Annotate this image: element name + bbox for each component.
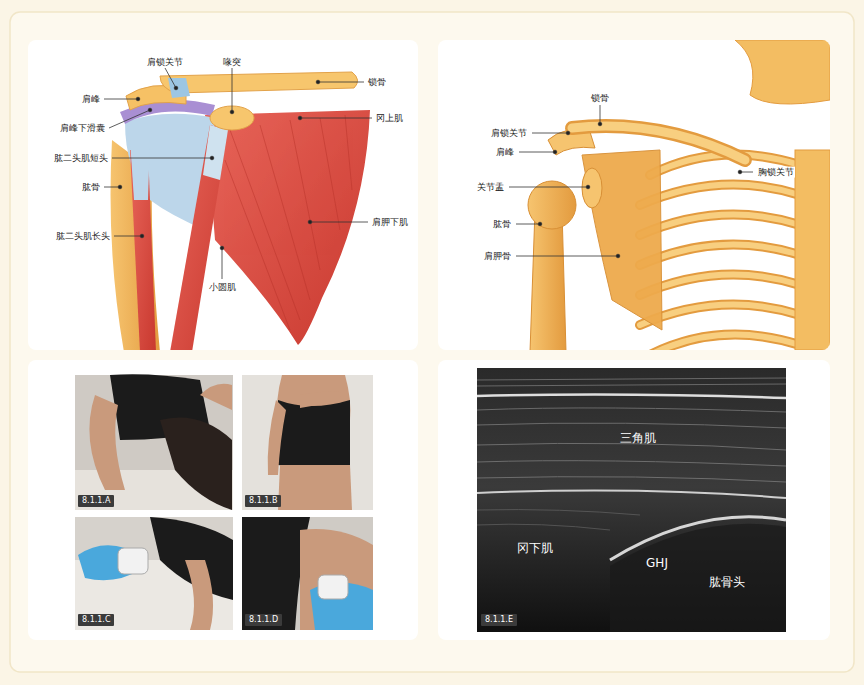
figure-tag: 8.1.1.A xyxy=(78,495,114,507)
tag-text: 8.1.1.A xyxy=(82,496,110,505)
part-label: 关节盂 xyxy=(476,182,505,193)
part-label: 肩峰 xyxy=(82,94,100,105)
figure-tag: 8.1.1.C xyxy=(78,614,114,626)
part-label: 小圆肌 xyxy=(209,282,236,293)
figure-tag: 8.1.1.B xyxy=(245,495,281,507)
part-label: 肩锁关节 xyxy=(147,57,183,68)
part-label: 锁骨 xyxy=(590,93,610,104)
part-label: 肱二头肌短头 xyxy=(54,153,108,164)
part-label: 肩锁关节 xyxy=(490,128,528,139)
part-label: 肱二头肌长头 xyxy=(56,231,110,242)
part-label: 肩胛骨 xyxy=(483,251,512,262)
part-label: 冈下肌 xyxy=(517,541,553,555)
part-label: 肱骨 xyxy=(82,182,100,193)
tag-text: 8.1.1.B xyxy=(249,496,277,505)
part-label: 肩胛下肌 xyxy=(372,217,408,228)
part-label: 冈上肌 xyxy=(376,113,403,124)
part-label: 肱骨 xyxy=(492,219,512,230)
tag-text: 8.1.1.C xyxy=(82,615,110,624)
tag-text: 8.1.1.D xyxy=(249,615,278,624)
part-label: 肱骨头 xyxy=(709,575,745,589)
figure-tag: 8.1.1.E xyxy=(481,614,517,626)
part-label: 胸锁关节 xyxy=(757,167,795,178)
figure-tag: 8.1.1.D xyxy=(245,614,282,626)
part-label: 三角肌 xyxy=(620,431,656,445)
part-label: 喙突 xyxy=(223,57,241,68)
tag-text: 8.1.1.E xyxy=(485,615,513,624)
part-label: 肩峰下滑囊 xyxy=(60,123,105,134)
part-label: GHJ xyxy=(646,556,668,570)
part-label: 锁骨 xyxy=(368,77,386,88)
part-label: 肩峰 xyxy=(495,147,515,158)
